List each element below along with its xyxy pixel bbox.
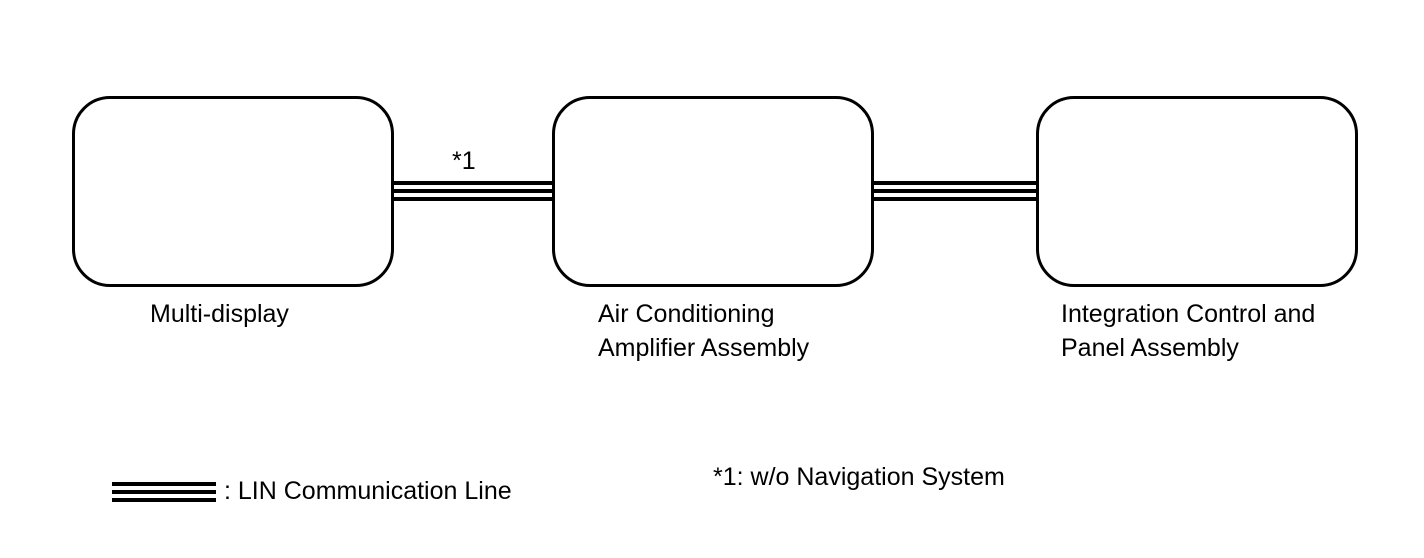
multi-display-label: Multi-display	[150, 297, 289, 331]
integration-control-panel-label-line2: Panel Assembly	[1061, 334, 1239, 362]
legend-lin-line-sample	[112, 482, 216, 502]
footnote-mark: *1	[452, 147, 476, 175]
legend-text: : LIN Communication Line	[224, 477, 512, 505]
integration-control-panel-label: Integration Control and Panel Assembly	[1061, 297, 1315, 365]
air-conditioning-amplifier-label: Air Conditioning Amplifier Assembly	[598, 297, 809, 365]
lin-line-multi-to-amplifier	[394, 181, 552, 201]
integration-control-panel-block	[1036, 96, 1358, 287]
footnote-text: *1: w/o Navigation System	[713, 463, 1005, 491]
air-conditioning-amplifier-label-line2: Amplifier Assembly	[598, 334, 810, 362]
air-conditioning-amplifier-label-line1: Air Conditioning	[598, 300, 775, 328]
air-conditioning-amplifier-block	[552, 96, 874, 287]
multi-display-block	[72, 96, 394, 287]
integration-control-panel-label-line1: Integration Control and	[1061, 300, 1316, 328]
lin-line-amplifier-to-panel	[874, 181, 1036, 201]
multi-display-label-text: Multi-display	[150, 300, 289, 328]
